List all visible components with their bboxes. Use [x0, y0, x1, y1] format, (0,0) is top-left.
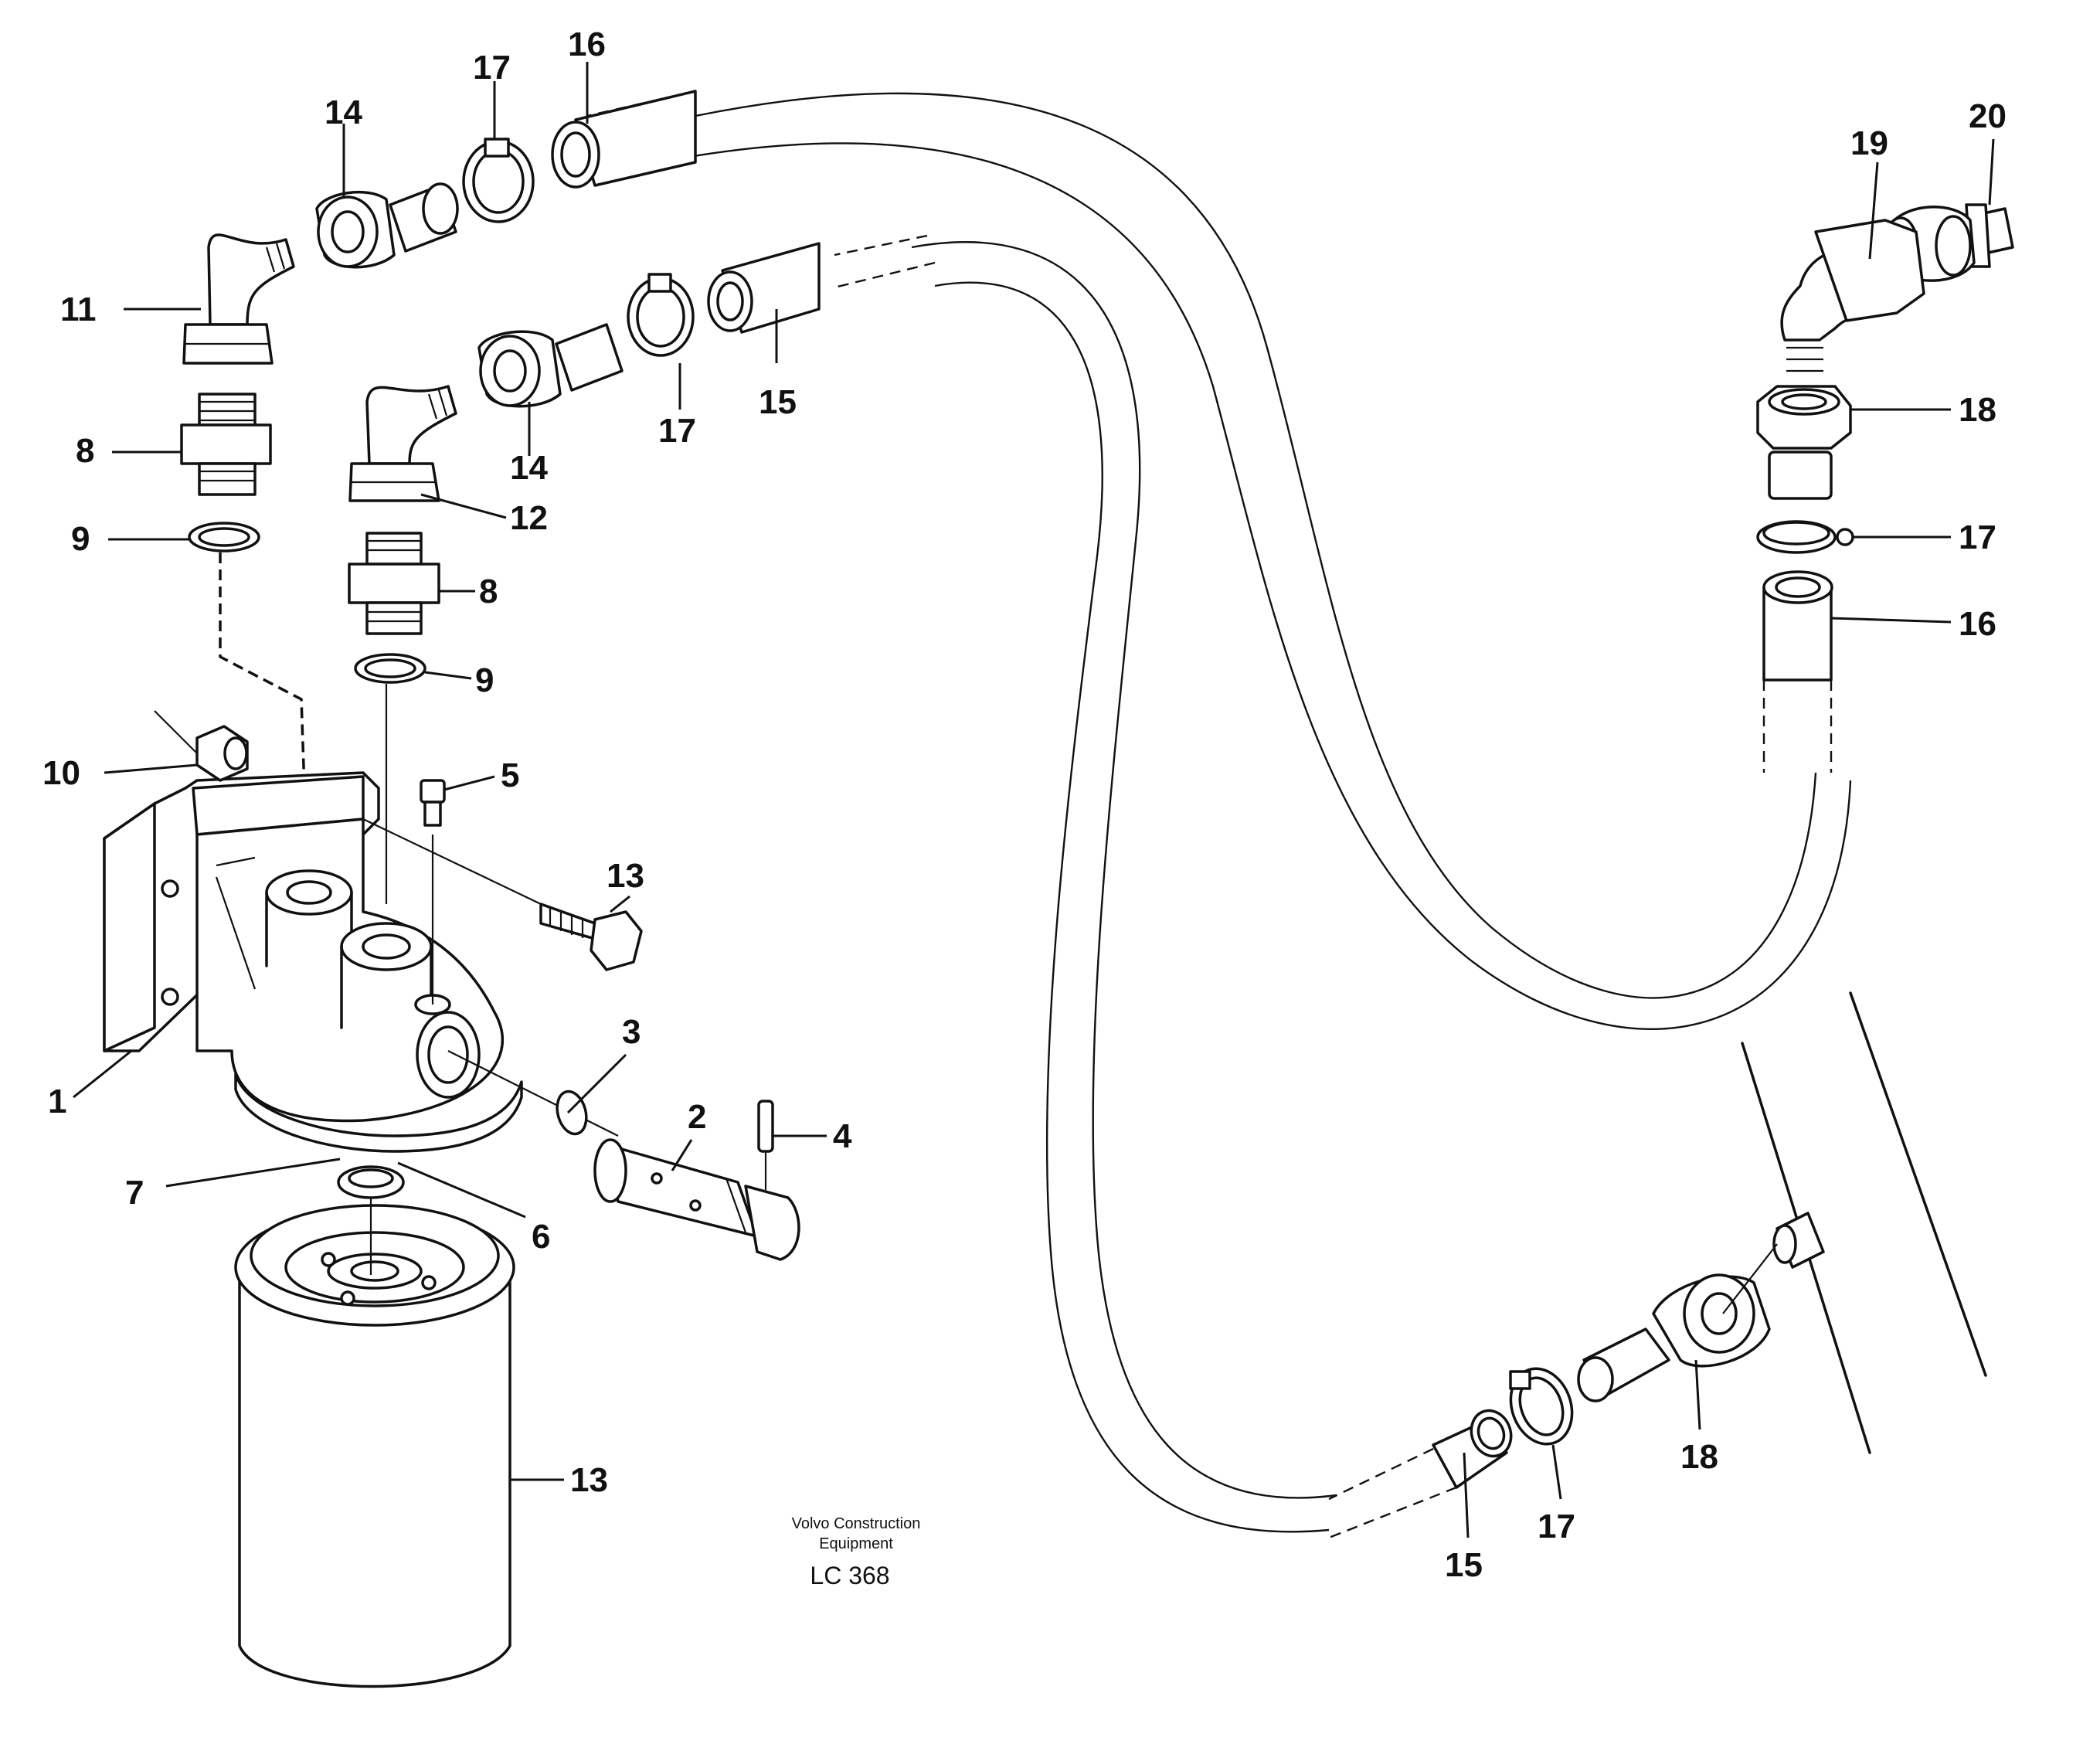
hose-break-dash — [834, 234, 928, 257]
washer-9-middle — [354, 653, 426, 684]
callout-17: 17 — [1538, 1508, 1575, 1545]
center-line — [154, 710, 202, 758]
callout-9: 9 — [71, 520, 90, 558]
pin-4 — [757, 1100, 774, 1153]
dashed-flow-line — [219, 552, 307, 812]
hose-break-dash — [1328, 1447, 1434, 1501]
caption-block: Volvo Construction Equipment LC 368 — [792, 1515, 921, 1589]
callout-1: 1 — [48, 1083, 66, 1120]
callout-20: 20 — [1969, 97, 2007, 135]
hose-16-long — [679, 92, 1852, 1030]
hose-15-stub — [707, 242, 821, 334]
callout-16: 16 — [1959, 605, 1996, 643]
caption-code: LC 368 — [810, 1562, 889, 1589]
hose-clamp-17-lower — [1509, 1367, 1574, 1446]
bolt-11 — [539, 903, 643, 971]
callout-15: 15 — [759, 383, 797, 421]
elbow-fitting-13-middle — [348, 385, 457, 502]
oil-filter-10 — [234, 1204, 515, 1688]
callout-labels: 11 14 17 16 8 9 14 17 15 12 8 9 10 5 13 … — [42, 25, 2007, 1584]
callout-7: 7 — [125, 1174, 144, 1212]
seal-ring-7 — [337, 1165, 405, 1199]
hose-break-dash — [1328, 1486, 1457, 1539]
hose-15-stub-lower — [1432, 1409, 1513, 1489]
leader-lines — [73, 62, 1995, 1538]
callout-11: 13 — [607, 857, 644, 895]
callout-18: 18 — [1680, 1438, 1718, 1476]
caption-company-line2: Equipment — [819, 1535, 893, 1552]
nut-12 — [195, 725, 249, 782]
center-line — [1722, 1243, 1778, 1314]
hose-clamp-17-upper — [462, 138, 535, 223]
callout-15: 15 — [1445, 1546, 1483, 1584]
callout-16: 16 — [568, 25, 606, 63]
hose-break-dash — [834, 261, 936, 289]
hose-16-stub — [551, 90, 697, 189]
callout-8: 8 — [76, 432, 94, 470]
union-nut-18-lower — [1577, 1273, 1771, 1402]
caption-company: Volvo Construction — [792, 1515, 921, 1532]
hose-clamp-17-middle — [627, 273, 695, 357]
filter-bracket-1 — [103, 771, 523, 1153]
valve-piston-2 — [593, 1138, 800, 1261]
callout-3: 3 — [622, 1013, 641, 1051]
elbow-fitting-13-upper — [182, 233, 295, 365]
center-line — [447, 1050, 619, 1137]
callout-8: 8 — [479, 573, 498, 610]
callout-13: 12 — [510, 499, 548, 537]
fitting-stub-lower — [1772, 1212, 1825, 1269]
callout-6: 6 — [532, 1218, 550, 1256]
hose-15-long — [911, 241, 1337, 1533]
callout-17: 17 — [1959, 518, 1996, 556]
callout-19: 19 — [1850, 124, 1888, 162]
hose-clamp-17-right — [1756, 520, 1854, 554]
center-line — [362, 818, 542, 905]
elbow-fitting-19 — [1780, 219, 1925, 372]
hose-16-stub-right — [1762, 570, 1833, 682]
adapter-8-upper — [180, 393, 272, 496]
union-nut-18-upper — [1756, 385, 1852, 500]
union-nut-14-middle — [477, 323, 624, 408]
callout-18: 18 — [1959, 391, 1996, 429]
frame-rail — [1849, 991, 1987, 1377]
adapter-8-middle — [348, 532, 440, 635]
callout-4: 4 — [833, 1117, 852, 1155]
callout-9: 9 — [475, 661, 494, 699]
screw-5 — [420, 779, 446, 827]
callout-12: 10 — [42, 754, 80, 792]
callout-14: 14 — [325, 93, 362, 131]
callout-17: 17 — [473, 49, 511, 87]
callout-5: 5 — [501, 756, 519, 794]
callout-14: 14 — [510, 449, 548, 487]
callout-17: 17 — [658, 412, 696, 450]
callout-13: 11 — [60, 291, 97, 328]
union-nut-14-upper — [315, 182, 459, 269]
washer-9-upper — [188, 522, 260, 552]
callout-10: 13 — [570, 1461, 608, 1499]
callout-2: 2 — [688, 1098, 706, 1136]
